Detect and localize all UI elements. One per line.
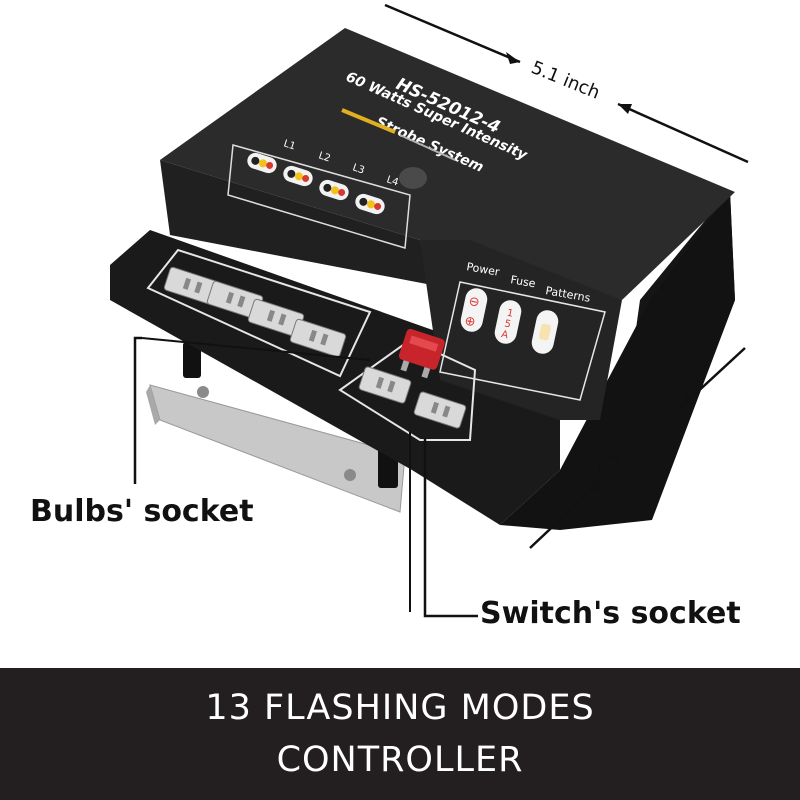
fuse-window: 1 5 A — [494, 300, 522, 344]
decorative-stripe — [399, 134, 456, 161]
light-indicator-l2 — [283, 165, 313, 187]
bulbs-socket-callout: Bulbs' socket — [30, 494, 254, 529]
power-plus-icon: ⊕ — [463, 313, 477, 330]
light-label-l1: L1 — [282, 138, 297, 152]
pattern-button — [399, 167, 427, 189]
product-illustration: HS-52012-4 60 Watts Super Intensity Stro… — [110, 3, 749, 618]
bulb-socket — [289, 318, 347, 358]
power-terminal: ⊖ ⊕ — [460, 288, 488, 332]
switch-socket-callout: Switch's socket — [480, 596, 741, 631]
bulbs-leader-line — [133, 336, 371, 484]
switch-leader-line — [409, 432, 478, 618]
indicator-frame — [227, 144, 411, 249]
light-label-l4: L4 — [385, 174, 400, 188]
bulb-socket-group — [146, 248, 372, 378]
fuse-rating-5: 5 — [503, 318, 512, 330]
switch-socket — [358, 366, 412, 404]
panel-label-power: Power — [465, 260, 500, 279]
switch-socket — [413, 391, 467, 429]
mounting-hole — [197, 386, 209, 398]
width-dimension-label: 5.1 inch — [528, 57, 603, 103]
decorative-stripe — [341, 108, 396, 134]
patterns-indicator — [531, 310, 559, 354]
panel-label-fuse: Fuse — [509, 273, 536, 290]
switch-socket-group — [338, 328, 477, 441]
standoff — [183, 342, 201, 378]
banner-line-2: CONTROLLER — [276, 740, 524, 780]
mounting-hole — [344, 469, 356, 481]
light-label-l2: L2 — [317, 150, 332, 164]
control-panel: Power Fuse Patterns ⊖ ⊕ 1 5 A — [439, 260, 606, 401]
light-indicator-l3 — [319, 179, 349, 201]
feature-banner: 13 FLASHING MODES CONTROLLER — [0, 668, 800, 800]
light-indicator-l1 — [247, 152, 277, 174]
fuse — [398, 328, 445, 379]
light-label-l3: L3 — [351, 162, 366, 176]
fuse-rating-1: 1 — [506, 308, 515, 320]
power-minus-icon: ⊖ — [467, 294, 481, 311]
fuse-rating-a: A — [500, 329, 509, 341]
bulb-socket — [247, 298, 305, 338]
banner-line-1: 13 FLASHING MODES — [205, 688, 595, 728]
light-indicator-l4 — [355, 193, 385, 215]
